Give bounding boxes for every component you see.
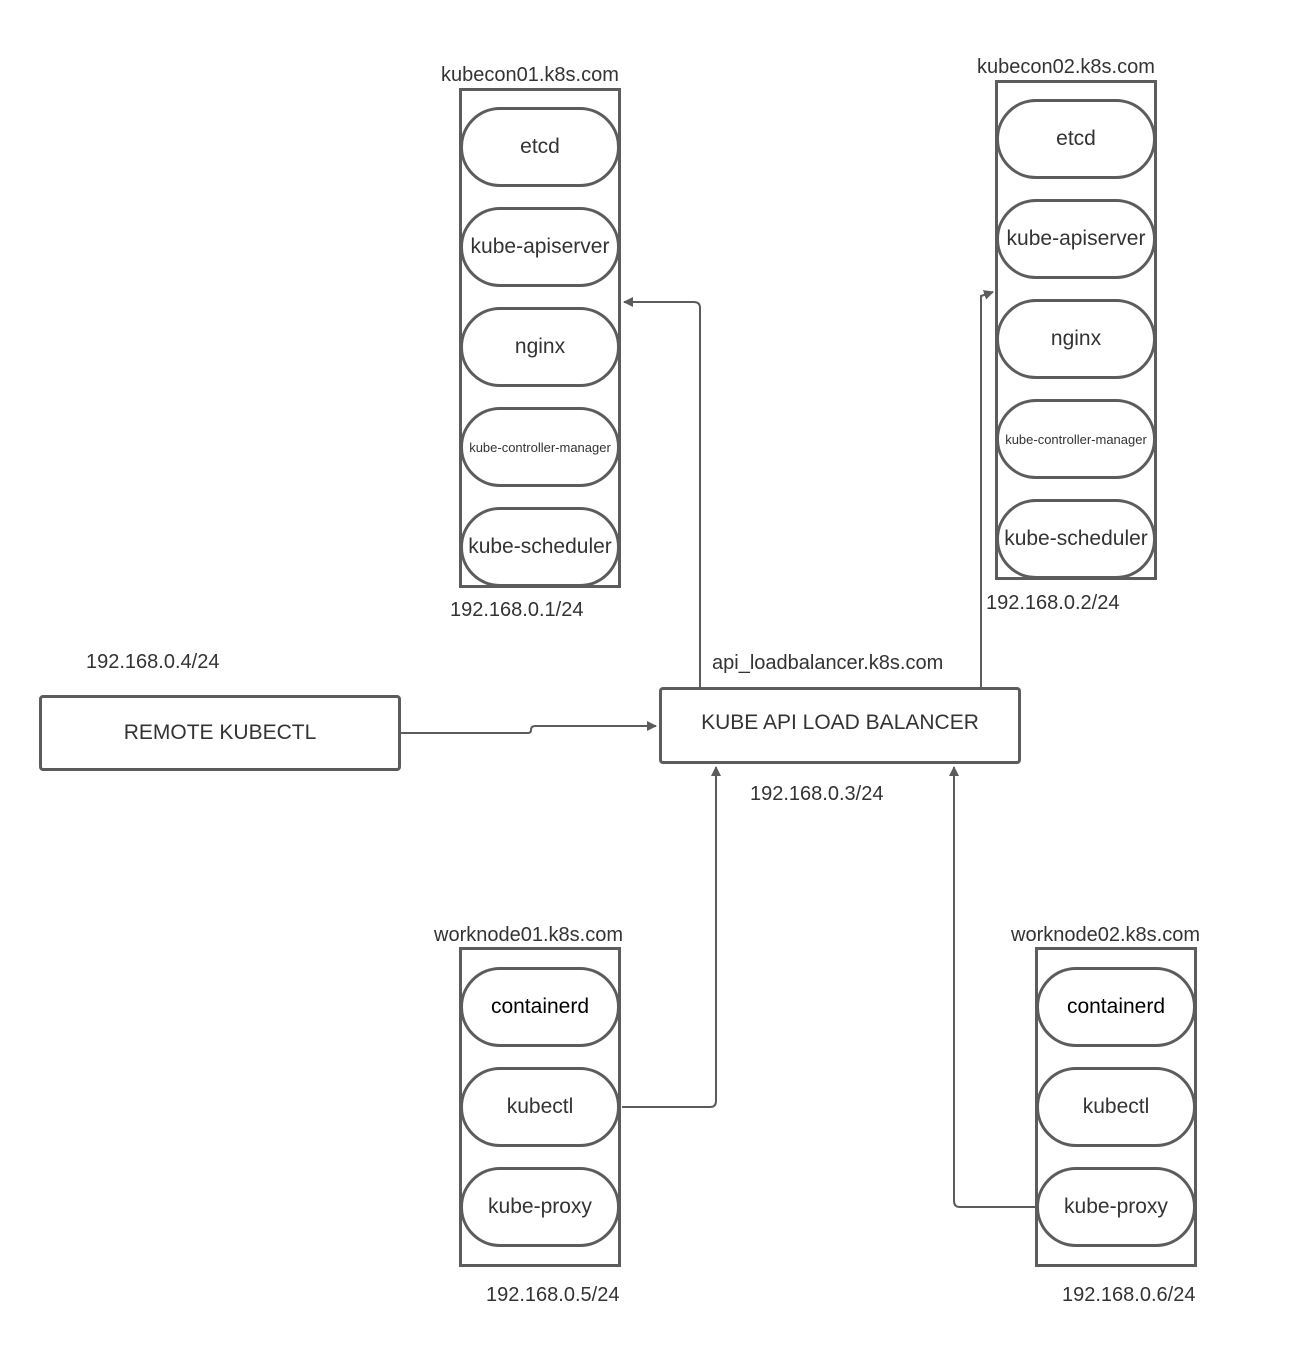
arrow-remote-to-lb: [401, 721, 657, 734]
worknode01-containerd: containerd: [460, 967, 620, 1047]
worknode02-kubectl: kubectl: [1036, 1067, 1196, 1147]
kubecon02-kube-scheduler: kube-scheduler: [996, 499, 1156, 579]
kubecon01-kube-controller-manager: kube-controller-manager: [460, 407, 620, 487]
worknode01-kube-proxy: kube-proxy: [460, 1167, 620, 1247]
worknode02-kube-proxy: kube-proxy: [1036, 1167, 1196, 1247]
loadbalancer-box: KUBE API LOAD BALANCER: [659, 687, 1021, 764]
arrow-worknode02-to-lb: [949, 766, 1036, 1208]
kubecon02-hostname: kubecon02.k8s.com: [977, 56, 1155, 78]
arrow-lb-to-kubecon02: [980, 290, 994, 688]
worknode02-containerd: containerd: [1036, 967, 1196, 1047]
worknode02-hostname: worknode02.k8s.com: [1011, 924, 1200, 946]
kubecon02-etcd: etcd: [996, 99, 1156, 179]
loadbalancer-ip: 192.168.0.3/24: [750, 783, 884, 805]
kubecon02-kube-controller-manager: kube-controller-manager: [996, 399, 1156, 479]
kubecon01-etcd: etcd: [460, 107, 620, 187]
kubecon02-nginx: nginx: [996, 299, 1156, 379]
arrow-lb-to-kubecon01: [623, 297, 701, 688]
kubecon01-hostname: kubecon01.k8s.com: [441, 64, 619, 86]
worknode01-ip: 192.168.0.5/24: [486, 1284, 620, 1306]
kubecon02-kube-apiserver: kube-apiserver: [996, 199, 1156, 279]
remote-kubectl-box: REMOTE KUBECTL: [39, 695, 401, 771]
worknode01-hostname: worknode01.k8s.com: [434, 924, 623, 946]
kubecon01-kube-apiserver: kube-apiserver: [460, 207, 620, 287]
arrow-worknode01-to-lb: [622, 766, 721, 1108]
kubecon01-ip: 192.168.0.1/24: [450, 599, 584, 621]
kubecon01-kube-scheduler: kube-scheduler: [460, 507, 620, 587]
worknode01-kubectl: kubectl: [460, 1067, 620, 1147]
kubecon02-ip: 192.168.0.2/24: [986, 592, 1120, 614]
kubecon01-nginx: nginx: [460, 307, 620, 387]
worknode02-ip: 192.168.0.6/24: [1062, 1284, 1196, 1306]
loadbalancer-hostname: api_loadbalancer.k8s.com: [712, 652, 944, 674]
remote-ip: 192.168.0.4/24: [86, 651, 220, 673]
